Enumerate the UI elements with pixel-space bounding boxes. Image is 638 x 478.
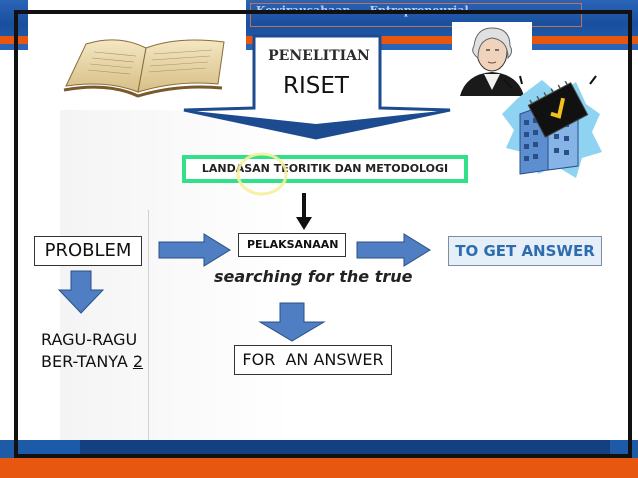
problem-box: PROBLEM xyxy=(34,236,142,266)
bertanya-number: 2 xyxy=(132,352,144,371)
highlight-ring xyxy=(236,152,288,196)
penelitian-label: PENELITIAN xyxy=(268,48,370,64)
searching-text: searching for the true xyxy=(214,267,413,286)
down-arrow-small xyxy=(296,193,312,230)
right-arrow-1 xyxy=(158,233,231,267)
ragu-ragu-text: RAGU-RAGU xyxy=(41,330,138,349)
riset-label: RISET xyxy=(283,73,349,99)
down-arrow-left xyxy=(58,270,104,314)
for-an-answer-box: FOR AN ANSWER xyxy=(234,345,392,375)
down-arrow-center xyxy=(258,302,326,342)
book-image xyxy=(28,0,246,110)
riset-callout-arrow xyxy=(183,34,451,140)
portrait-image xyxy=(452,22,532,96)
bertanya-label: BER-TANYA xyxy=(41,352,133,371)
landasan-box: LANDASAN TEORITIK DAN METODOLOGI xyxy=(182,155,468,183)
to-get-answer-box: TO GET ANSWER xyxy=(448,236,602,266)
right-arrow-2 xyxy=(356,233,431,267)
footer-orange-stripe xyxy=(0,458,638,478)
slide-frame xyxy=(14,10,632,458)
header-outline xyxy=(250,3,582,27)
building-chip-image xyxy=(502,75,602,178)
bertanya-text: BER-TANYA 2 xyxy=(41,352,143,371)
pelaksanaan-box: PELAKSANAAN xyxy=(238,233,346,257)
divider-line xyxy=(148,210,149,440)
